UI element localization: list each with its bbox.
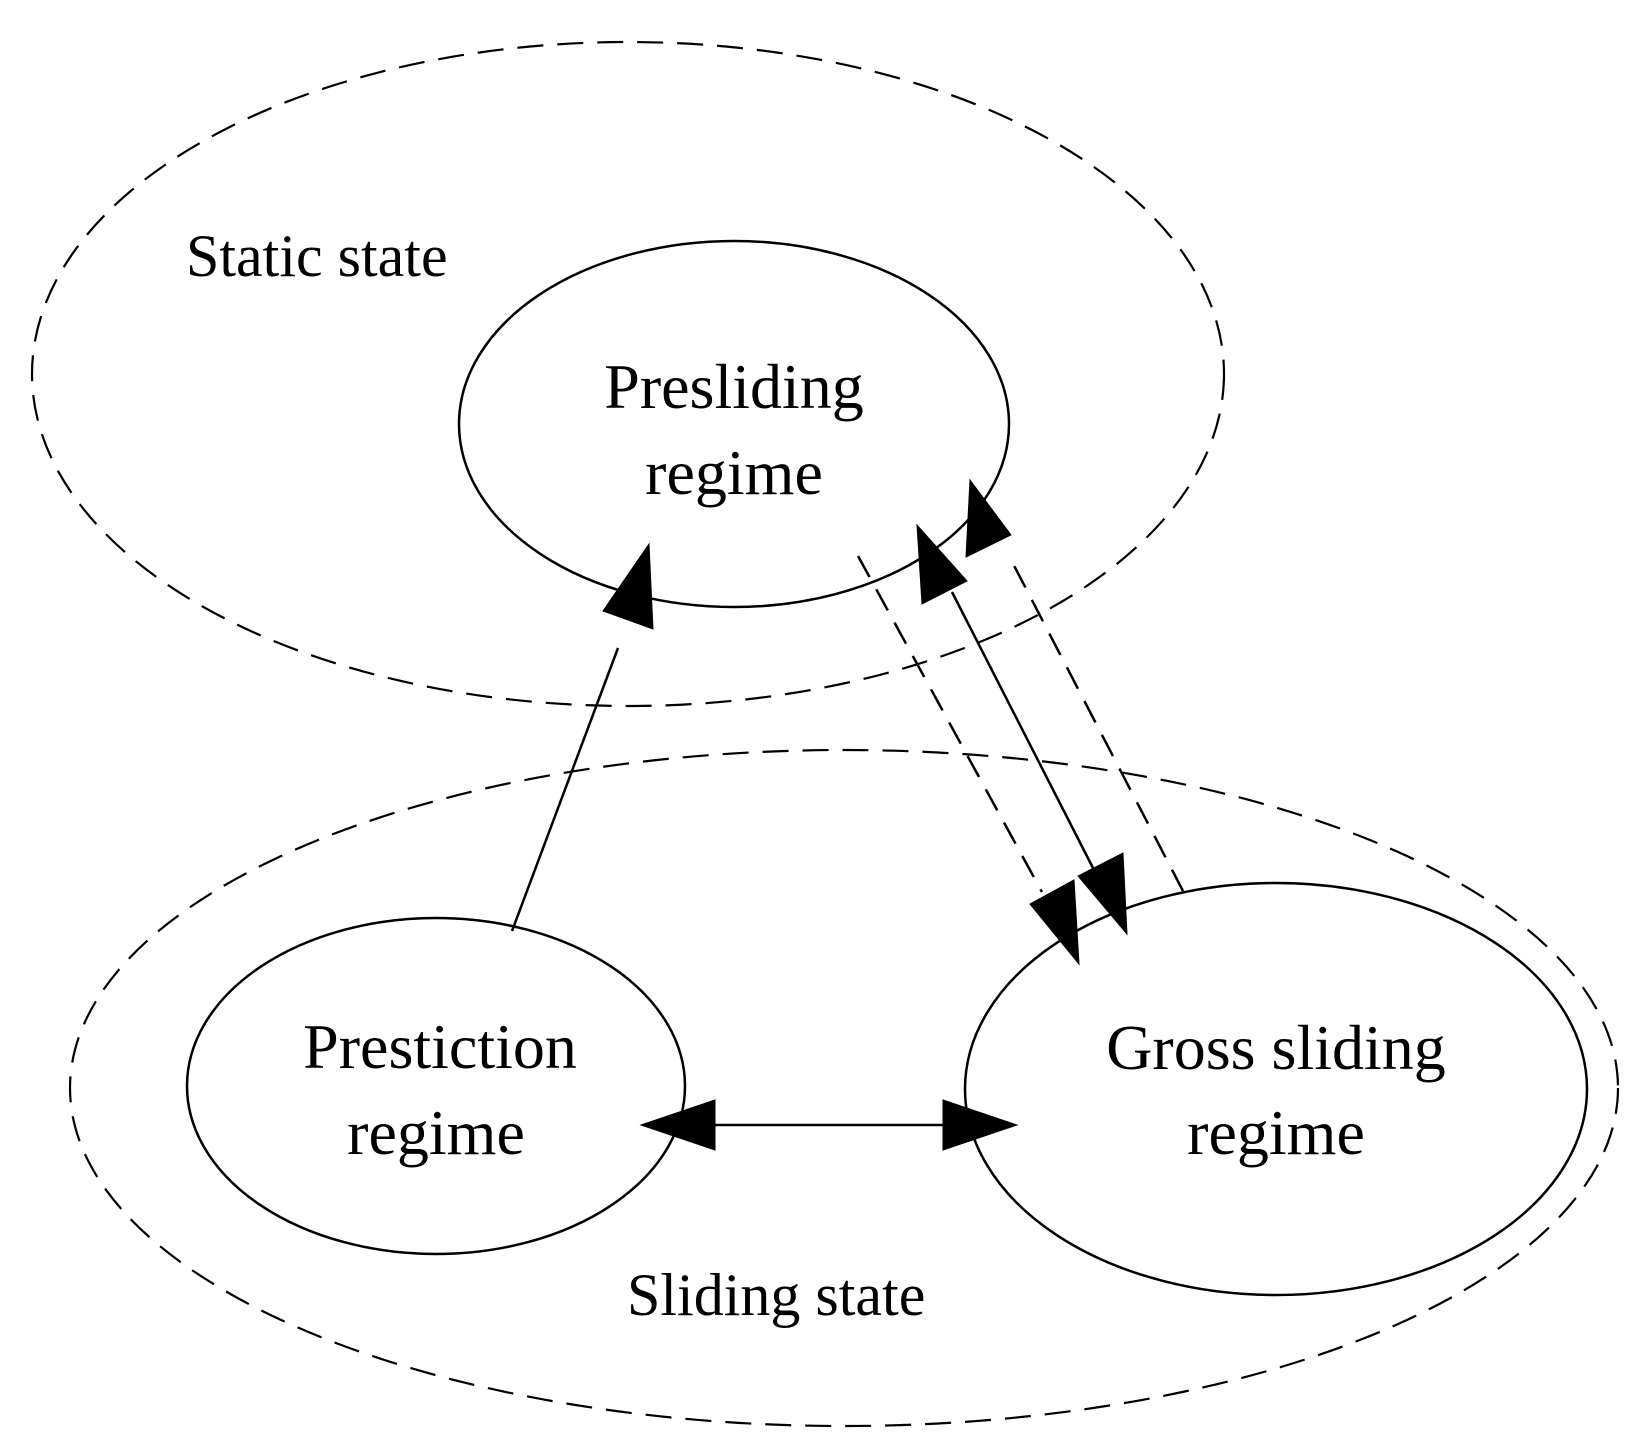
edge-presliding-to-gross-sliding-dashed	[856, 555, 1044, 893]
arrowhead-into-presliding-bidirectional	[916, 523, 968, 605]
arrowhead-into-gross-sliding-bidirectional	[1077, 852, 1128, 936]
edge-presliding-gross-sliding	[950, 591, 1095, 869]
prestiction-regime-node	[185, 916, 687, 1256]
static-state-label: Static state	[186, 223, 448, 289]
gross-sliding-label-line1: Gross sliding	[1106, 1012, 1446, 1083]
prestiction-label-line2: regime	[347, 1097, 525, 1168]
gross-sliding-label-line2: regime	[1187, 1097, 1365, 1168]
arrowhead-into-prestiction	[639, 1099, 716, 1151]
presliding-regime-node	[457, 239, 1011, 609]
presliding-label-line1: Presliding	[604, 351, 864, 422]
arrowhead-dashed-into-gross-sliding	[1029, 879, 1080, 966]
arrowhead-dashed-into-presliding	[965, 478, 1012, 558]
arrowhead-into-gross-sliding-horizontal	[942, 1099, 1019, 1151]
sliding-state-region	[68, 748, 1620, 1428]
edge-gross-sliding-to-presliding-dashed	[1006, 553, 1185, 892]
gross-sliding-regime-node	[963, 881, 1589, 1297]
arrowhead-into-presliding	[602, 542, 654, 630]
presliding-label-line2: regime	[645, 437, 823, 508]
prestiction-label-line1: Prestiction	[303, 1011, 577, 1082]
edge-prestiction-to-presliding	[510, 647, 620, 932]
sliding-state-label: Sliding state	[627, 1262, 925, 1328]
static-state-region	[30, 40, 1226, 708]
